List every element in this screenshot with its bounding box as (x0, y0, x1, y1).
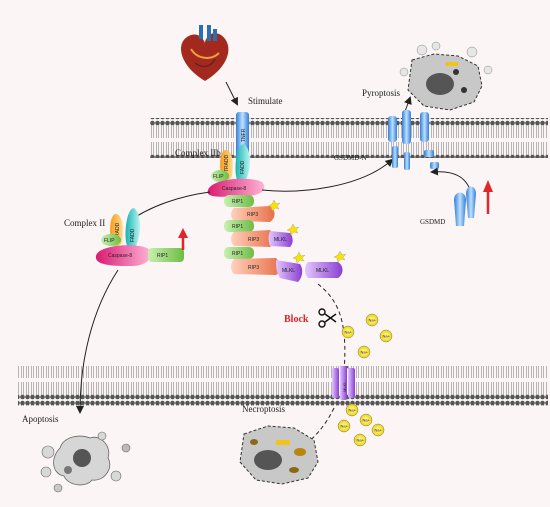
svg-text:FLIP: FLIP (104, 238, 115, 244)
sodium-ion-label: Na+ (375, 428, 383, 433)
lower-membrane (18, 366, 548, 406)
rip3-mlkl-row-2: RIP3 MLKL MLKL (231, 250, 347, 282)
svg-text:MLKL: MLKL (342, 381, 347, 392)
arrow-gsdmd-to-n (430, 167, 473, 197)
svg-text:RIP3: RIP3 (247, 212, 258, 218)
sodium-ion (371, 423, 385, 437)
svg-text:RIP1: RIP1 (232, 251, 243, 257)
upper-membrane (150, 118, 548, 158)
scissors-icon (318, 308, 337, 328)
heart-icon (181, 25, 229, 81)
apoptosis-label: Apoptosis (22, 414, 59, 424)
necroptosis-label: Necroptosis (242, 404, 285, 414)
stimulate-arrow (225, 81, 238, 106)
sodium-ion-label: Na+ (369, 318, 377, 323)
sodium-ion (357, 345, 371, 359)
svg-text:RIP3: RIP3 (248, 265, 259, 271)
svg-text:FLIP: FLIP (213, 174, 224, 180)
rip3-mlkl-row-1: RIP3 MLKL (231, 223, 300, 247)
sodium-ion (365, 313, 379, 327)
necroptotic-cell-icon (239, 425, 319, 485)
sodium-ion-label: Na+ (357, 438, 365, 443)
stimulate-label: Stimulate (248, 96, 283, 106)
svg-text:TRADD: TRADD (224, 154, 230, 172)
necrosome-stack: RIP1 RIP3 RIP1 RIP3 MLKL RIP1 RIP3 MLKL (224, 195, 347, 282)
sodium-ion (379, 329, 393, 343)
arrow-to-complex-ii (126, 191, 211, 224)
svg-text:RIP1: RIP1 (232, 224, 243, 230)
sodium-ion-label: Na+ (341, 424, 349, 429)
complex-iib-label: Complex IIb (175, 148, 221, 158)
gsdmd-up-arrow (483, 180, 493, 214)
rip1-row-2: RIP1 (224, 220, 254, 232)
sodium-ion-label: Na+ (361, 350, 369, 355)
apoptotic-cell-icon (40, 431, 131, 493)
svg-text:RIP3: RIP3 (248, 237, 259, 243)
svg-text:RIP1: RIP1 (157, 253, 168, 259)
gsdmd-pores (388, 110, 429, 144)
complex-ii-up-arrow (178, 228, 188, 250)
sodium-ion-label: Na+ (383, 334, 391, 339)
gsdmd-n-fragments (392, 146, 439, 170)
block-label: Block (284, 314, 309, 325)
sodium-ions: Na+ Na+ Na+ Na+ Na+ Na+ Na+ Na+ Na+ (337, 313, 393, 447)
rip1-row-1: RIP1 (224, 195, 254, 207)
complex-ii: TRADD FADD FLIP Caspase-8 RIP1 (95, 208, 184, 266)
svg-text:FADD: FADD (240, 160, 246, 174)
complex-iib: TRADD FADD FLIP Caspase-8 (207, 144, 265, 197)
svg-text:TRADD: TRADD (115, 222, 121, 240)
complex-ii-label: Complex II (64, 218, 105, 228)
svg-text:FADD: FADD (130, 228, 136, 242)
pyroptosis-label: Pyroptosis (362, 88, 401, 98)
svg-text:RIP1: RIP1 (232, 199, 243, 205)
svg-text:Caspase-8: Caspase-8 (108, 253, 132, 259)
gsdmd-label: GSDMD (420, 218, 445, 226)
arrow-to-apoptosis (76, 269, 119, 414)
svg-text:MLKL: MLKL (316, 268, 329, 274)
sodium-ion (359, 413, 373, 427)
svg-text:MLKL: MLKL (274, 237, 287, 243)
sodium-ion (341, 325, 355, 339)
arrow-to-pyroptosis (261, 158, 394, 192)
sodium-ion (345, 403, 359, 417)
svg-text:Caspase-8: Caspase-8 (222, 186, 246, 192)
sodium-ion-label: Na+ (363, 418, 371, 423)
arrow-to-membrane-mlkl (317, 283, 349, 374)
sodium-ion (337, 419, 351, 433)
svg-text:MLKL: MLKL (282, 268, 295, 274)
pyroptotic-cell-icon (399, 41, 493, 111)
gsdmd-n-label: GSDMD-N (334, 154, 367, 162)
sodium-ion-label: Na+ (345, 330, 353, 335)
sodium-ion (353, 433, 367, 447)
sodium-ion-label: Na+ (349, 408, 357, 413)
tnfr-label: TNFR (241, 128, 247, 142)
rip1-row-3: RIP1 (224, 247, 254, 259)
gsdmd-protein (454, 186, 476, 226)
rip3-row-1: RIP3 (231, 199, 281, 222)
membrane-mlkl-channel: MLKL (332, 366, 355, 400)
